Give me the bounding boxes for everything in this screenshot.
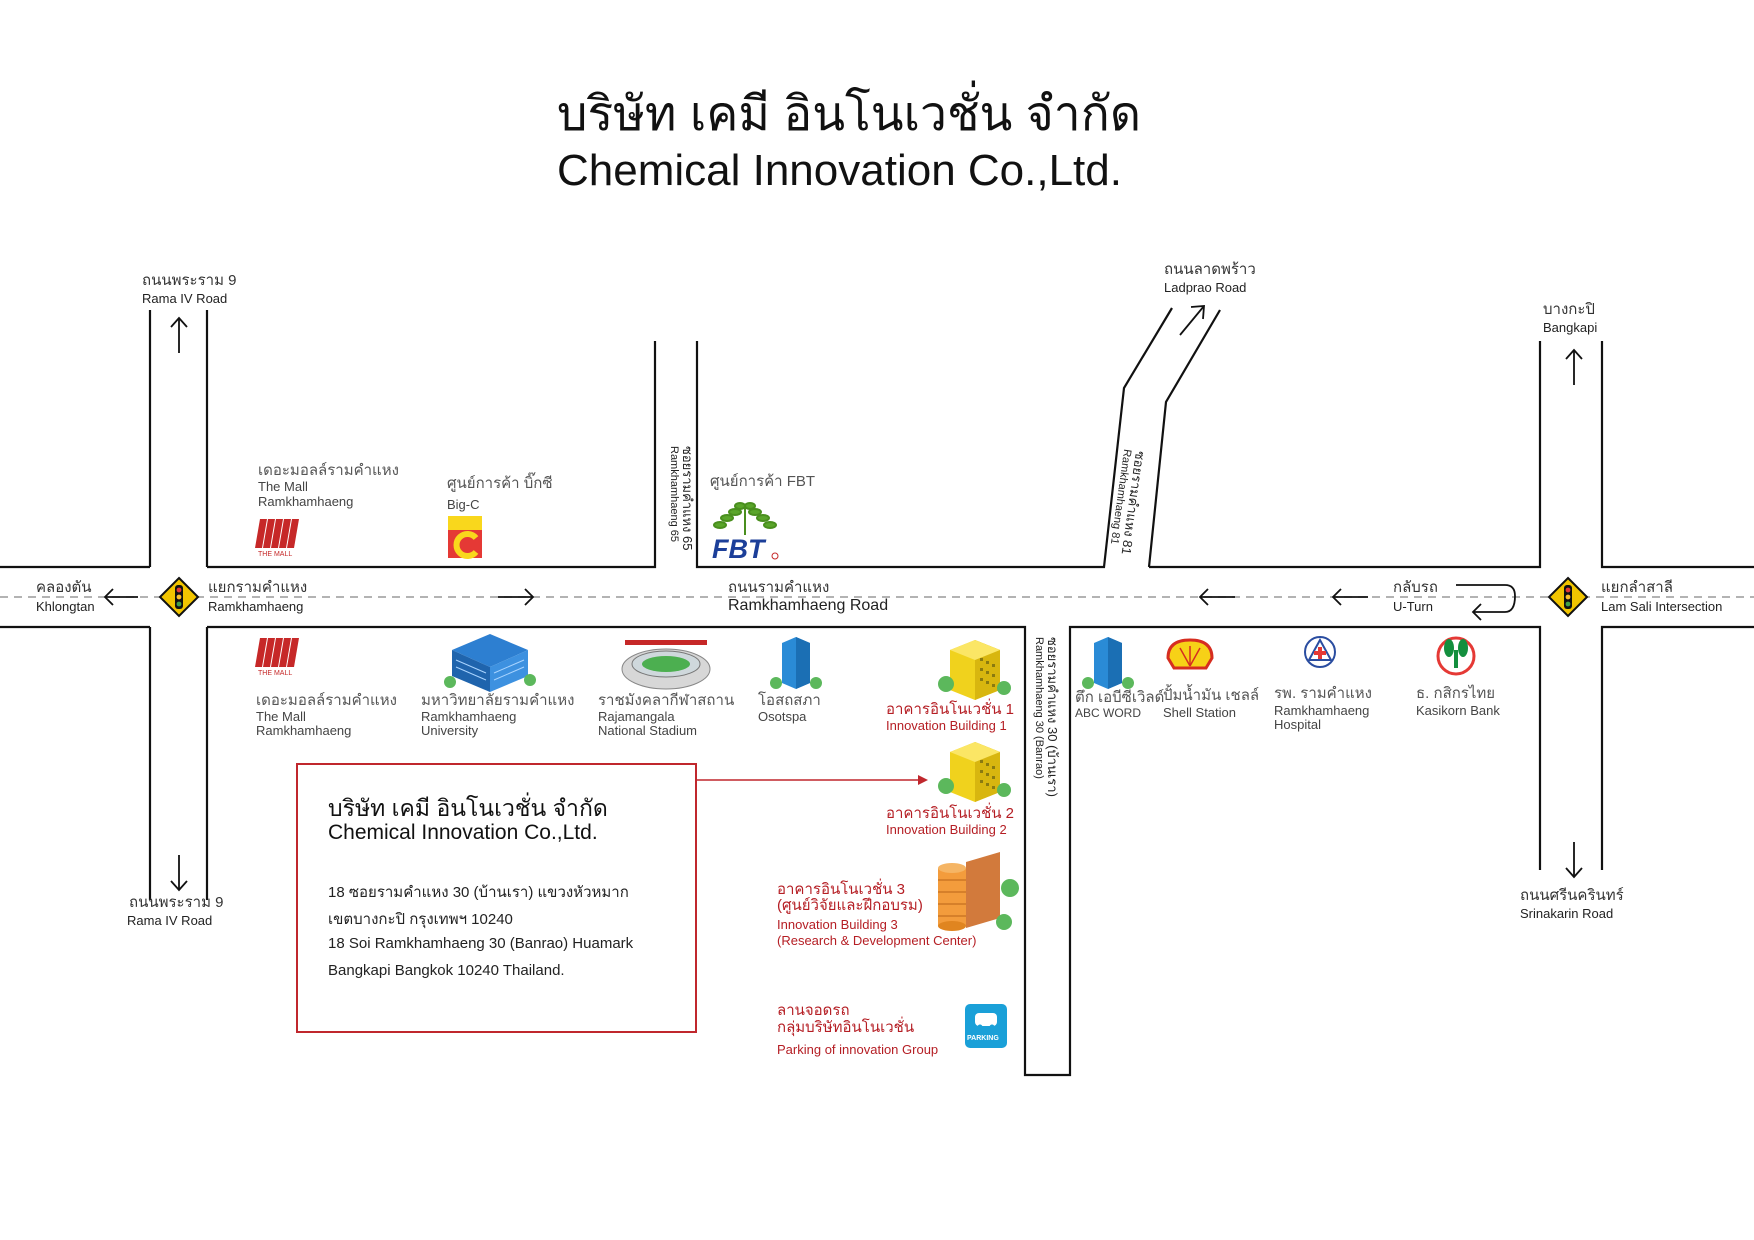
innovation-building-3-icon — [938, 852, 1019, 931]
the-mall-logo-icon — [255, 638, 299, 667]
traffic-light-icon — [1547, 576, 1589, 618]
soi30-th: ซอยรามคำแหง 30 (บ้านเรา) — [1045, 637, 1060, 797]
road-label-rama9-top-th: ถนนพระราม 9 — [142, 272, 237, 289]
hospital-logo-icon — [1304, 636, 1336, 668]
landmark-osotspa-en: Osotspa — [758, 709, 807, 724]
parking-th1: ลานจอดรถ — [777, 1002, 850, 1019]
road-label-bangkapi-th: บางกะปิ — [1543, 301, 1595, 318]
road-label-lamsali-th: แยกลำสาลี — [1601, 579, 1673, 596]
soi65-en: Ramkhamhaeng 65 — [668, 446, 680, 543]
landmark-mall-north-th: เดอะมอลล์รามคำแหง — [258, 462, 399, 479]
road-label-rama9-bottom-th: ถนนพระราม 9 — [129, 894, 224, 911]
soi65-th: ซอยรามคำแหง 65 — [680, 446, 695, 551]
osotspa-tower-icon — [770, 637, 822, 689]
landmark-university-th: มหาวิทยาลัยรามคำแหง — [421, 692, 575, 709]
university-building-icon — [444, 634, 536, 692]
fbt-logo-icon: FBT — [712, 502, 779, 564]
innovation-building-2-icon — [938, 742, 1011, 802]
landmark-abc-en: ABC WORD — [1075, 706, 1141, 720]
landmark-stadium-th: ราชมังคลากีฬาสถาน — [598, 692, 735, 709]
svg-text:FBT: FBT — [712, 534, 767, 564]
road-label-soi30: ซอยรามคำแหง 30 (บ้านเรา) Ramkhamhaeng 30… — [1033, 637, 1060, 797]
parking-en: Parking of innovation Group — [777, 1042, 939, 1057]
innovation-building-3-en1: Innovation Building 3 — [777, 917, 898, 932]
landmark-bigc-th: ศูนย์การค้า บิ๊กซี — [447, 475, 553, 492]
road-label-lamsali-en: Lam Sali Intersection — [1601, 599, 1723, 614]
landmark-mall-north-en1: The Mall — [258, 479, 308, 494]
traffic-light-icon — [158, 576, 200, 618]
road-label-khlongtan-en: Khlongtan — [36, 599, 95, 614]
landmark-kbank-en: Kasikorn Bank — [1416, 703, 1500, 718]
road-label-uturn-th: กลับรถ — [1393, 579, 1438, 596]
mall-north-logo-text: THE MALL — [258, 551, 293, 558]
info-company-name-th: บริษัท เคมี อินโนเวชั่น จำกัด — [328, 795, 608, 821]
parking-sign-text: PARKING — [967, 1035, 999, 1042]
road-label-ramkhamhaeng-road-th: ถนนรามคำแหง — [728, 579, 830, 596]
landmark-hospital-en2: Hospital — [1274, 717, 1321, 732]
shell-logo-icon — [1166, 638, 1214, 670]
stadium-icon — [621, 640, 711, 690]
innovation-building-3-en2: (Research & Development Center) — [777, 933, 977, 948]
road-label-soi65: ซอยรามคำแหง 65 Ramkhamhaeng 65 — [668, 446, 695, 551]
landmark-stadium-en1: Rajamangala — [598, 709, 675, 724]
innovation-building-2-en: Innovation Building 2 — [886, 822, 1007, 837]
title-thai: บริษัท เคมี อินโนเวชั่น จำกัด — [557, 88, 1141, 141]
title-english: Chemical Innovation Co.,Ltd. — [557, 146, 1122, 195]
bigc-logo-icon — [448, 516, 482, 559]
landmark-mall-south-th: เดอะมอลล์รามคำแหง — [256, 692, 397, 709]
innovation-building-3-th2: (ศูนย์วิจัยและฝึกอบรม) — [777, 897, 923, 914]
road-label-ramkhamhaeng-road-en: Ramkhamhaeng Road — [728, 597, 889, 614]
road-label-ramkhamhaeng-junction-en: Ramkhamhaeng — [208, 599, 304, 614]
landmark-mall-north-en2: Ramkhamhaeng — [258, 494, 354, 509]
info-company-name-en: Chemical Innovation Co.,Ltd. — [328, 821, 598, 844]
innovation-building-1-en: Innovation Building 1 — [886, 718, 1007, 733]
road-label-bangkapi-en: Bangkapi — [1543, 320, 1598, 335]
road-label-rama9-bottom-en: Rama IV Road — [127, 913, 213, 928]
innovation-building-1-icon — [938, 640, 1011, 700]
abc-world-tower-icon — [1082, 637, 1134, 689]
landmark-osotspa-th: โอสถสภา — [758, 692, 821, 709]
landmark-shell-th: ปั้มน้ำมัน เชลล์ — [1163, 687, 1260, 704]
parking-icon — [965, 1004, 1007, 1048]
landmark-shell-en: Shell Station — [1163, 705, 1236, 720]
landmark-abc-th: ตึก เอบีซีเวิลด์ — [1075, 689, 1165, 706]
company-info-box: บริษัท เคมี อินโนเวชั่น จำกัด Chemical I… — [296, 763, 697, 1033]
road-label-srinakarin-th: ถนนศรีนครินทร์ — [1520, 887, 1624, 904]
kbank-logo-icon — [1436, 636, 1476, 676]
info-address-th-line2: เขตบางกะปิ กรุงเทพฯ 10240 — [328, 911, 513, 928]
landmark-kbank-th: ธ. กสิกรไทย — [1416, 685, 1496, 702]
landmark-bigc-en: Big-C — [447, 497, 480, 512]
info-address-en-line2: Bangkapi Bangkok 10240 Thailand. — [328, 962, 565, 979]
landmark-mall-south-en1: The Mall — [256, 709, 306, 724]
road-label-khlongtan-th: คลองตัน — [36, 579, 92, 596]
road-label-srinakarin-en: Srinakarin Road — [1520, 906, 1614, 921]
road-label-uturn-en: U-Turn — [1393, 599, 1433, 614]
road-label-ladprao-th: ถนนลาดพร้าว — [1164, 261, 1256, 278]
landmark-fbt-th: ศูนย์การค้า FBT — [710, 473, 816, 490]
road-label-ladprao-en: Ladprao Road — [1164, 280, 1247, 295]
innovation-building-1-th: อาคารอินโนเวชั่น 1 — [886, 701, 1015, 718]
landmark-university-en1: Ramkhamhaeng — [421, 709, 517, 724]
innovation-building-2-th: อาคารอินโนเวชั่น 2 — [886, 805, 1015, 822]
info-address-th-line1: 18 ซอยรามคำแหง 30 (บ้านเรา) แขวงหัวหมาก — [328, 884, 629, 901]
landmark-stadium-en2: National Stadium — [598, 723, 697, 738]
landmark-hospital-th: รพ. รามคำแหง — [1274, 685, 1372, 702]
landmark-university-en2: University — [421, 723, 479, 738]
the-mall-logo-icon — [255, 519, 299, 548]
soi30-en: Ramkhamhaeng 30 (Banrao) — [1033, 637, 1045, 779]
info-address-en-line1: 18 Soi Ramkhamhaeng 30 (Banrao) Huamark — [328, 935, 634, 952]
mall-south-logo-text: THE MALL — [258, 670, 293, 677]
road-label-ramkhamhaeng-junction-th: แยกรามคำแหง — [208, 579, 308, 596]
road-label-rama9-top-en: Rama IV Road — [142, 291, 228, 306]
landmark-mall-south-en2: Ramkhamhaeng — [256, 723, 352, 738]
innovation-building-3-th1: อาคารอินโนเวชั่น 3 — [777, 881, 906, 898]
landmark-hospital-en1: Ramkhamhaeng — [1274, 703, 1370, 718]
parking-th2: กลุ่มบริษัทอินโนเวชั่น — [777, 1019, 915, 1036]
